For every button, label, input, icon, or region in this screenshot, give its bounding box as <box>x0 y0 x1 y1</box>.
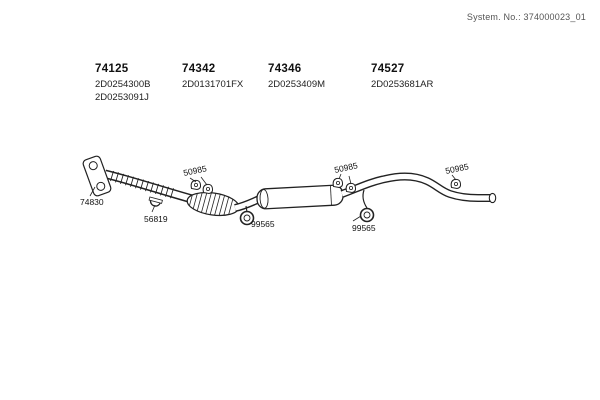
part-group-3: 74346 2D0253409M <box>268 63 325 91</box>
callout-hanger: 50985 <box>444 161 469 176</box>
part-code: 2D0253681AR <box>371 79 434 90</box>
tailpipe-tip <box>488 192 497 204</box>
system-number: System. No.: 374000023_01 <box>466 12 586 22</box>
part-group-1: 74125 2D0254300B 2D0253091J <box>95 63 150 104</box>
flange <box>82 155 112 197</box>
flex-corrugation <box>110 170 174 199</box>
hanger-bracket <box>202 183 214 195</box>
part-number: 74527 <box>371 63 405 75</box>
callout-hanger: 50985 <box>182 163 207 178</box>
callout-mount: 99565 <box>352 223 376 233</box>
part-code: 2D0254300B <box>95 79 151 90</box>
hanger-bracket <box>345 182 357 194</box>
catalytic-converter <box>186 189 240 219</box>
part-code: 2D0131701FX <box>182 79 244 90</box>
flex-pipe <box>103 169 194 204</box>
hanger-bracket <box>450 178 462 190</box>
part-code: 2D0253409M <box>268 79 326 90</box>
hanger-bracket <box>190 179 202 191</box>
part-number: 74342 <box>182 63 216 75</box>
tailpipe <box>340 172 497 204</box>
callout-hanger: 50985 <box>333 160 358 175</box>
part-number: 74125 <box>95 63 129 75</box>
clamp <box>148 196 163 207</box>
rubber-mount-ring <box>359 189 375 223</box>
callout-flange: 74830 <box>80 197 104 207</box>
part-group-2: 74342 2D0131701FX <box>182 63 243 91</box>
callout-mount: 99565 <box>251 219 275 229</box>
leader-lines <box>89 173 457 222</box>
part-group-4: 74527 2D0253681AR <box>371 63 433 91</box>
part-number: 74346 <box>268 63 302 75</box>
muffler <box>256 184 344 210</box>
rubber-mount-ring <box>239 205 255 226</box>
part-code: 2D0253091J <box>95 92 149 103</box>
hanger-bracket <box>332 177 344 189</box>
callout-clamp: 56819 <box>144 214 168 224</box>
